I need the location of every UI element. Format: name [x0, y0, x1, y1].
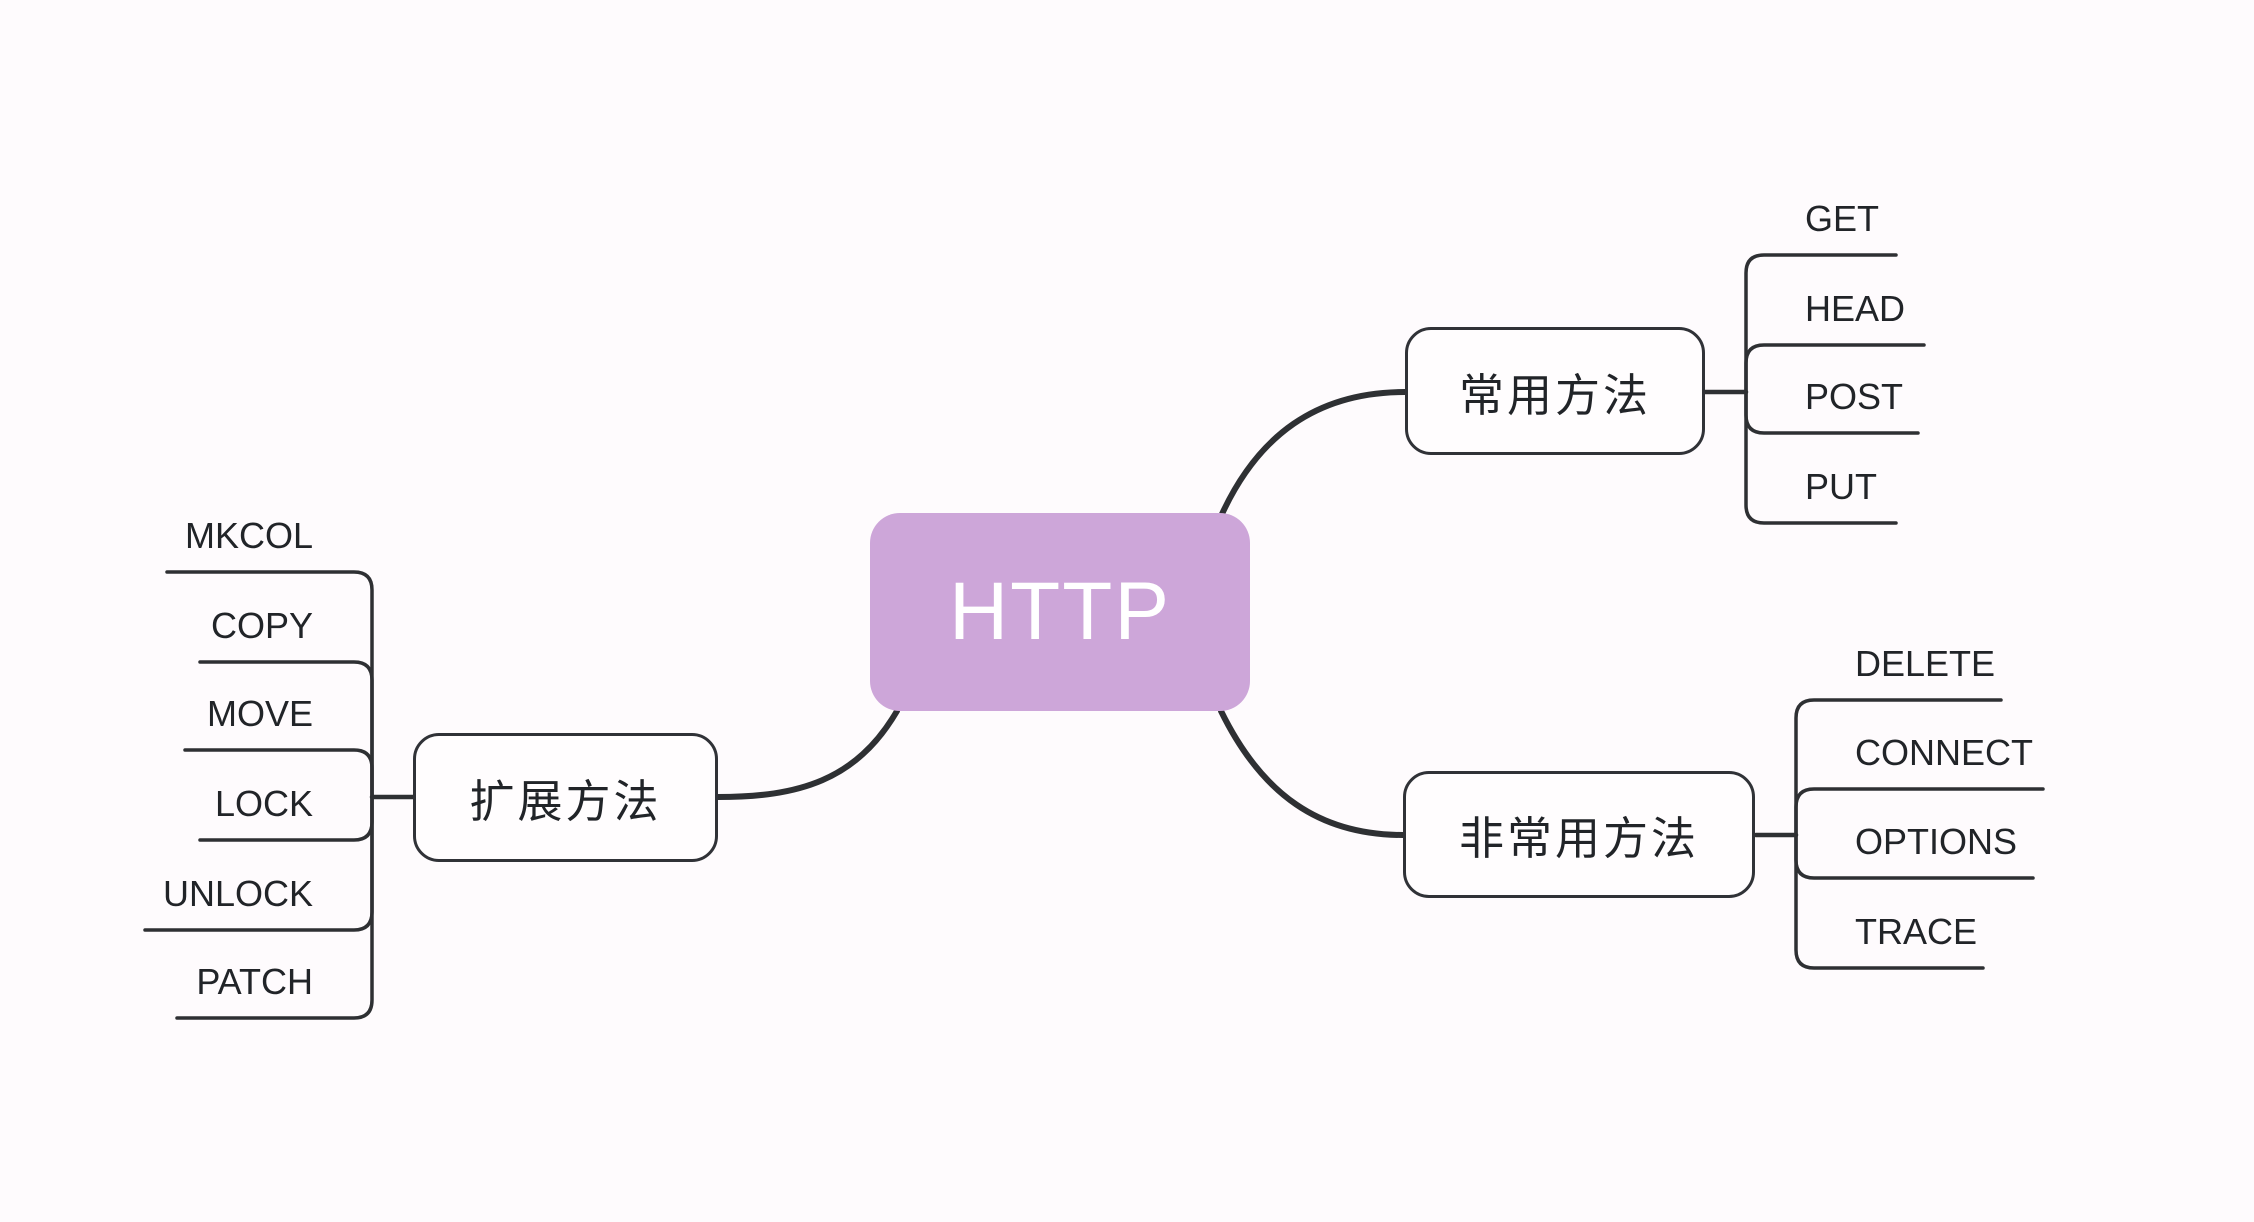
topic-copy[interactable]: COPY: [210, 605, 313, 646]
topic-patch[interactable]: PATCH: [196, 961, 313, 1002]
connector-trace: [1794, 833, 1985, 970]
connector-put: [1744, 390, 1898, 525]
topic-get[interactable]: GET: [1805, 198, 1880, 239]
topic-extended-methods[interactable]: 扩展方法: [413, 733, 718, 862]
topic-common-methods[interactable]: 常用方法: [1405, 327, 1705, 455]
connector-root-to-common: [1219, 389, 1408, 517]
connector-copy: [198, 660, 374, 799]
topic-connect[interactable]: CONNECT: [1855, 732, 2033, 773]
connector-connect: [1794, 787, 2045, 837]
topic-unlock[interactable]: UNLOCK: [162, 873, 313, 914]
topic-put[interactable]: PUT: [1805, 466, 1877, 507]
connector-patch: [175, 795, 374, 1020]
connector-root-to-extended: [715, 708, 900, 800]
topic-delete[interactable]: DELETE: [1855, 643, 1996, 684]
connector-get: [1744, 253, 1898, 394]
topic-uncommon-methods[interactable]: 非常用方法: [1403, 771, 1755, 898]
topic-move[interactable]: MOVE: [206, 693, 313, 734]
topic-trace[interactable]: TRACE: [1855, 911, 1978, 952]
connector-delete: [1794, 698, 2003, 837]
topic-post[interactable]: POST: [1805, 376, 1904, 417]
connector-mkcol: [165, 570, 374, 799]
topic-options[interactable]: OPTIONS: [1855, 821, 2018, 862]
topic-root[interactable]: HTTP: [870, 513, 1250, 711]
connector-head: [1744, 343, 1926, 394]
topic-mkcol[interactable]: MKCOL: [184, 515, 313, 556]
connector-root-to-uncommon: [1218, 708, 1406, 838]
topic-head[interactable]: HEAD: [1805, 288, 1906, 329]
topic-lock[interactable]: LOCK: [214, 783, 313, 824]
connector-move: [183, 748, 374, 799]
